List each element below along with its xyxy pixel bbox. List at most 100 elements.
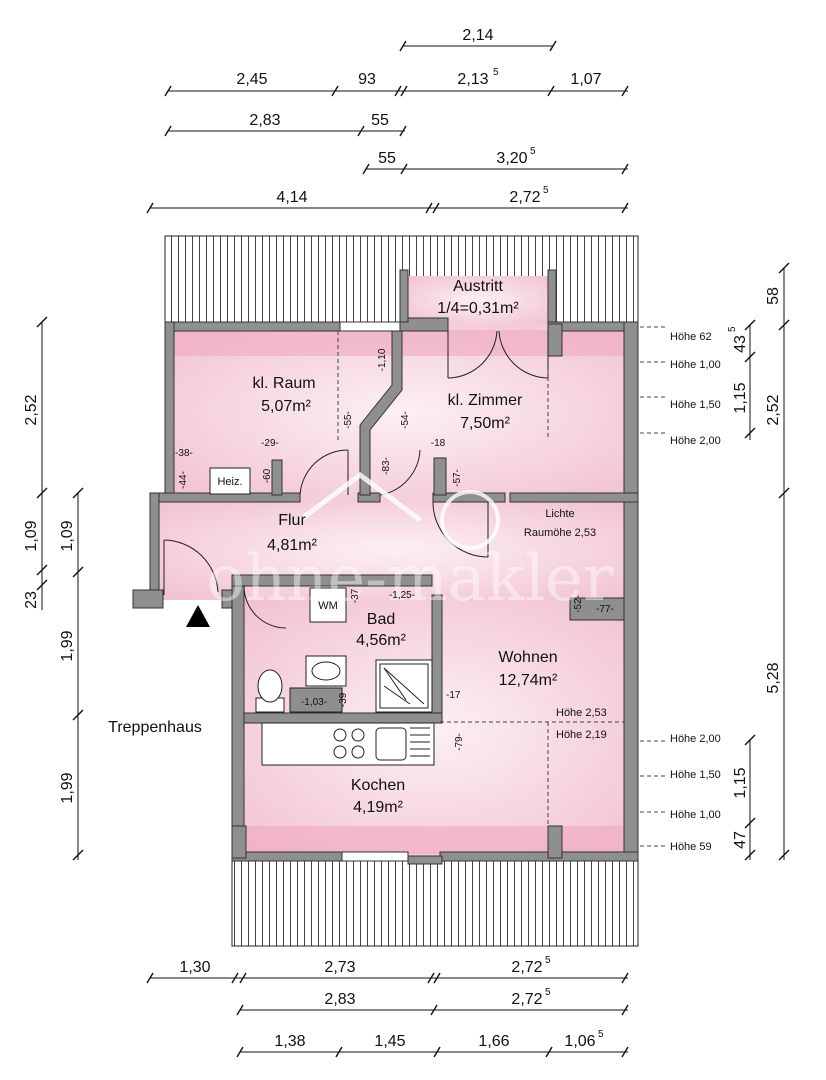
room-kochen-name: Kochen	[351, 777, 405, 794]
dim-bottom-r1-0: 1,30	[179, 959, 210, 976]
dim-top-r1-0: 2,14	[462, 27, 493, 44]
dim-bottom-r1-2: 2,72	[511, 959, 542, 976]
dims-right: 43 5 1,15 1,15 47 58 2,52 5,28	[727, 287, 782, 849]
entrance-arrow-icon	[186, 605, 210, 627]
room-flur-area: 4,81m²	[267, 537, 317, 554]
dim-bottom-r1-sup: 5	[545, 955, 551, 966]
small-dim-79: -79-	[454, 733, 465, 751]
dim-top-r4-sup: 5	[530, 146, 536, 157]
washing-machine	[309, 587, 347, 623]
dim-bottom-r2-0: 2,83	[324, 991, 355, 1008]
dim-bottom-r2-1: 2,72	[511, 991, 542, 1008]
room-kl-zimmer-name: kl. Zimmer	[448, 392, 523, 409]
room-kochen-area: 4,19m²	[353, 799, 403, 816]
dims-top: 2,14 2,45 93 2,13 5 1,07 2,83 55 55 3,20…	[236, 27, 601, 206]
room-labels: Austritt 1/4=0,31m² kl. Raum 5,07m² kl. …	[252, 278, 558, 816]
small-dim-17: -17	[446, 690, 461, 701]
dim-top-r5-1: 2,72	[509, 189, 540, 206]
toilet-bowl	[257, 669, 283, 703]
wm-label: WM	[318, 600, 338, 612]
height-lines	[337, 326, 668, 847]
small-dim-18: -18	[431, 438, 446, 449]
dim-right-inner-0: 43	[732, 335, 749, 353]
heiz-label: Heiz.	[217, 476, 242, 488]
dim-top-r2-sup: 5	[493, 67, 499, 78]
dim-right-outer-0: 58	[765, 287, 782, 305]
watermark-text: ohne-makler	[206, 542, 613, 616]
dim-top-r4-0: 55	[378, 150, 396, 167]
dim-left-inner-1: 1,99	[59, 630, 76, 661]
dim-left-outer-2: 23	[23, 591, 40, 609]
watermark: ohne-makler	[206, 471, 614, 616]
room-bad-area: 4,56m²	[356, 632, 406, 649]
fixtures	[209, 467, 435, 766]
height-labels: Höhe 62 Höhe 1,00 Höhe 1,50 Höhe 2,00 Hö…	[556, 331, 721, 853]
small-dim-39: -39	[338, 692, 349, 707]
small-dim-54: -54-	[400, 411, 411, 429]
dim-top-r4-1: 3,20	[496, 150, 527, 167]
dim-bottom-r3-2: 1,66	[478, 1033, 509, 1050]
room-kl-raum-name: kl. Raum	[252, 375, 315, 392]
room-wohnen-area: 12,74m²	[499, 672, 558, 689]
height-bottom-0: Höhe 2,00	[670, 733, 721, 745]
small-dim-60: -60	[262, 468, 273, 483]
balcony-door	[447, 330, 549, 379]
small-dims: -38- -44- -29- -60 -55- -1,10 -54- -83- …	[175, 348, 614, 751]
small-dim-83: -83-	[381, 457, 392, 475]
dim-top-r2-1: 93	[358, 71, 376, 88]
dim-left-outer-1: 1,09	[23, 520, 40, 551]
height-inner-1: Höhe 2,19	[556, 729, 607, 741]
dim-bottom-r3-1: 1,45	[374, 1033, 405, 1050]
dim-bottom-r3-3: 1,06	[564, 1033, 595, 1050]
lichte-label-1: Lichte	[545, 508, 574, 520]
dims-left: 2,52 1,09 23 1,09 1,99 1,99	[23, 394, 76, 803]
small-dim-77: -77-	[596, 604, 614, 615]
dim-bottom-r1-1: 2,73	[324, 959, 355, 976]
dim-right-outer-2: 5,28	[765, 662, 782, 693]
dim-right-inner-sup: 5	[727, 326, 738, 332]
room-bad-name: Bad	[367, 611, 395, 628]
dim-right-inner-1: 1,15	[732, 382, 749, 413]
height-top-3: Höhe 2,00	[670, 435, 721, 447]
dimension-ticks	[36, 40, 790, 1058]
walls	[132, 269, 639, 865]
room-wohnen-name: Wohnen	[498, 649, 557, 666]
other-labels: Lichte Raumöhe 2,53 Treppenhaus Heiz. WM	[108, 476, 596, 736]
small-dim-57: -57-	[452, 469, 463, 487]
kitchen-counter	[261, 722, 435, 766]
dim-top-r2-3: 1,07	[570, 71, 601, 88]
dim-top-r3-0: 2,83	[249, 112, 280, 129]
small-dim-29: -29-	[261, 438, 279, 449]
roof-hatch-bottom	[231, 857, 639, 947]
height-top-0: Höhe 62	[670, 331, 712, 343]
small-dim-38: -38-	[175, 448, 193, 459]
height-inner-0: Höhe 2,53	[556, 707, 607, 719]
room-austritt-name: Austritt	[453, 278, 503, 295]
dims-bottom: 1,30 2,73 2,72 5 2,83 2,72 5 1,38 1,45 1…	[179, 955, 604, 1050]
small-dim-44: -44-	[178, 471, 189, 489]
small-dim-37: -37	[350, 588, 361, 603]
dim-top-r2-0: 2,45	[236, 71, 267, 88]
dim-left-outer-0: 2,52	[23, 394, 40, 425]
height-bottom-1: Höhe 1,50	[670, 769, 721, 781]
windows	[339, 321, 409, 862]
dim-bottom-r2-sup: 5	[545, 987, 551, 998]
room-kl-raum-area: 5,07m²	[261, 398, 311, 415]
dim-top-r5-0: 4,14	[276, 189, 307, 206]
dim-right-inner-3: 47	[732, 831, 749, 849]
small-dim-55: -55-	[343, 411, 354, 429]
height-bottom-3: Höhe 59	[670, 841, 712, 853]
height-top-2: Höhe 1,50	[670, 399, 721, 411]
height-top-1: Höhe 1,00	[670, 359, 721, 371]
lichte-label-2: Raumöhe 2,53	[524, 527, 596, 539]
dim-top-r2-2: 2,13	[457, 71, 488, 88]
dim-top-r5-sup: 5	[543, 185, 549, 196]
small-dim-110: -1,10	[377, 348, 388, 371]
treppenhaus-label: Treppenhaus	[108, 719, 202, 736]
small-dim-103: -1,03-	[301, 697, 327, 708]
room-flur-name: Flur	[278, 512, 306, 529]
dim-right-inner-2: 1,15	[732, 767, 749, 798]
height-bottom-2: Höhe 1,00	[670, 809, 721, 821]
room-kl-zimmer-area: 7,50m²	[460, 415, 510, 432]
